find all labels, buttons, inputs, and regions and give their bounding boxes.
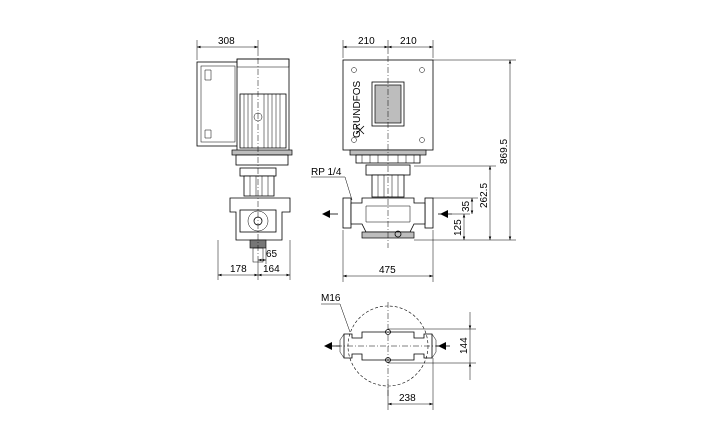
pump-housing-side	[229, 197, 291, 263]
dim-144: 144	[388, 312, 476, 380]
dim-475-label: 475	[379, 265, 396, 276]
dim-210-210: 210 210	[342, 36, 434, 58]
dim-475: 475	[342, 230, 434, 282]
connection-label: RP 1/4	[311, 167, 342, 178]
svg-text:GRUNDFOS: GRUNDFOS	[352, 80, 363, 138]
dim-869-5: 869.5	[414, 59, 516, 241]
dim-125-label: 125	[453, 219, 464, 236]
motor-side	[196, 58, 293, 166]
flow-arrows-top	[324, 342, 450, 350]
bolt-callout: M16	[321, 293, 351, 333]
top-view: M16 144 238	[321, 293, 476, 410]
connection-callout: RP 1/4	[311, 167, 353, 201]
dim-125: 125	[452, 213, 470, 240]
dim-308: 308	[196, 36, 259, 60]
front-view: GRUNDFOS	[311, 36, 516, 282]
dim-178-label: 178	[230, 264, 247, 275]
dim-35-label: 35	[461, 200, 472, 212]
dim-308-label: 308	[218, 36, 235, 47]
dim-65-label: 65	[266, 249, 278, 260]
dim-238: 238	[387, 358, 434, 410]
dim-144-label: 144	[459, 337, 470, 354]
dim-164-label: 164	[263, 264, 280, 275]
dim-210-left-label: 210	[358, 36, 375, 47]
dim-35: 35	[433, 197, 478, 214]
bolt-label: M16	[321, 293, 341, 304]
dim-262-5: 262.5	[414, 165, 496, 240]
flow-arrows-front	[322, 210, 452, 218]
dim-238-label: 238	[399, 393, 416, 404]
dim-65: 65	[258, 248, 278, 264]
dim-178-164: 178 164	[217, 240, 291, 280]
dim-869-5-label: 869.5	[499, 139, 510, 164]
dim-210-right-label: 210	[400, 36, 417, 47]
side-view: 308 65 178 164	[196, 36, 293, 280]
brand-logo: GRUNDFOS	[352, 80, 365, 138]
dim-262-5-label: 262.5	[479, 183, 490, 208]
